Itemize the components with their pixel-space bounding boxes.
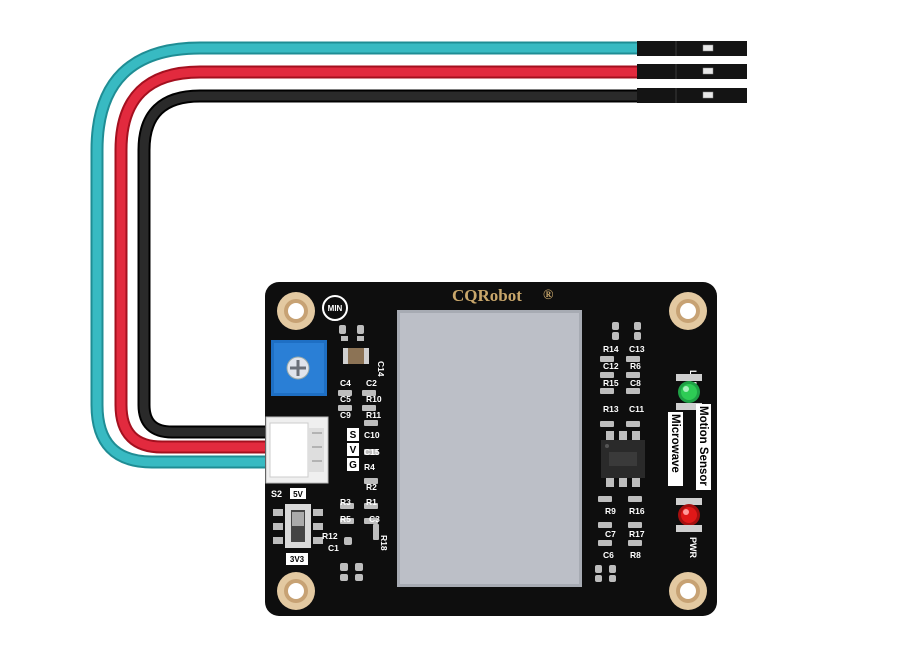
brand-registered-mark: ® — [543, 288, 554, 303]
svg-text:C1: C1 — [328, 543, 339, 553]
svg-text:S2: S2 — [271, 489, 282, 499]
power-led-red: PWR — [676, 498, 702, 558]
svg-text:R2: R2 — [366, 482, 377, 492]
mounting-hole-top-left — [277, 292, 315, 330]
dupont-connectors — [637, 41, 747, 103]
status-led-green: LED — [676, 370, 702, 410]
svg-text:C13: C13 — [629, 344, 645, 354]
svg-text:R9: R9 — [605, 506, 616, 516]
svg-text:S: S — [350, 430, 357, 441]
svg-text:R5: R5 — [340, 514, 351, 524]
jst-connector — [265, 416, 329, 484]
smd-pads-left — [338, 325, 379, 581]
svg-text:C12: C12 — [603, 361, 619, 371]
dupont-connector-power — [637, 64, 747, 79]
svg-text:R10: R10 — [366, 394, 382, 404]
potentiometer — [271, 340, 327, 396]
capacitor-c14 — [343, 348, 369, 364]
svg-text:3V3: 3V3 — [290, 555, 305, 564]
svg-text:R18: R18 — [379, 535, 389, 551]
svg-text:C2: C2 — [366, 378, 377, 388]
svg-text:C15: C15 — [364, 447, 380, 457]
jumper-cable — [90, 41, 640, 469]
dupont-connector-signal — [637, 41, 747, 56]
svg-text:C6: C6 — [603, 550, 614, 560]
svg-text:R8: R8 — [630, 550, 641, 560]
svg-text:R11: R11 — [366, 410, 381, 420]
mounting-hole-bottom-left — [277, 572, 315, 610]
dupont-connector-ground — [637, 88, 747, 103]
svg-text:PWR: PWR — [688, 537, 698, 558]
component-labels-left: C14 C4 C2 C5 R10 C9 R11 C10 C15 R4 R2 R3… — [322, 361, 389, 553]
svg-text:C7: C7 — [605, 529, 616, 539]
svg-text:C9: C9 — [340, 410, 351, 420]
svg-text:R15: R15 — [603, 378, 619, 388]
smd-pads-right — [595, 322, 642, 582]
svg-text:V: V — [350, 445, 357, 456]
svg-text:R17: R17 — [629, 529, 645, 539]
rf-shield — [397, 310, 582, 587]
pin-labels: S V G — [347, 428, 359, 471]
svg-text:Microwave: Microwave — [669, 414, 681, 473]
svg-text:R1: R1 — [366, 497, 377, 507]
svg-text:MIN: MIN — [328, 304, 343, 313]
component-labels-right: R14 C13 C12 R6 R15 C8 R13 C11 R9 R16 C7 … — [603, 344, 645, 560]
sensor-board: CQRobot ® MIN S V — [265, 282, 717, 616]
svg-text:R6: R6 — [630, 361, 641, 371]
svg-text:C14: C14 — [376, 361, 386, 377]
svg-text:R3: R3 — [340, 497, 351, 507]
voltage-switch: S2 5V 3V3 — [271, 488, 323, 565]
svg-text:C4: C4 — [340, 378, 351, 388]
svg-text:C11: C11 — [629, 404, 644, 414]
svg-text:R16: R16 — [629, 506, 645, 516]
svg-text:C5: C5 — [340, 394, 351, 404]
mounting-hole-bottom-right — [669, 572, 707, 610]
svg-text:5V: 5V — [293, 490, 303, 499]
brand-logo: CQRobot — [452, 286, 522, 305]
svg-text:C10: C10 — [364, 430, 380, 440]
mounting-hole-top-right — [669, 292, 707, 330]
svg-text:R14: R14 — [603, 344, 619, 354]
ic-chip — [601, 431, 645, 487]
svg-text:R4: R4 — [364, 462, 375, 472]
min-marking: MIN — [322, 295, 348, 321]
svg-text:R13: R13 — [603, 404, 619, 414]
svg-text:Motion Sensor: Motion Sensor — [697, 406, 709, 486]
svg-text:R12: R12 — [322, 531, 338, 541]
module-label: Motion Sensor Microwave — [668, 404, 711, 490]
svg-text:C3: C3 — [369, 514, 380, 524]
svg-text:C8: C8 — [630, 378, 641, 388]
svg-text:G: G — [349, 460, 357, 471]
